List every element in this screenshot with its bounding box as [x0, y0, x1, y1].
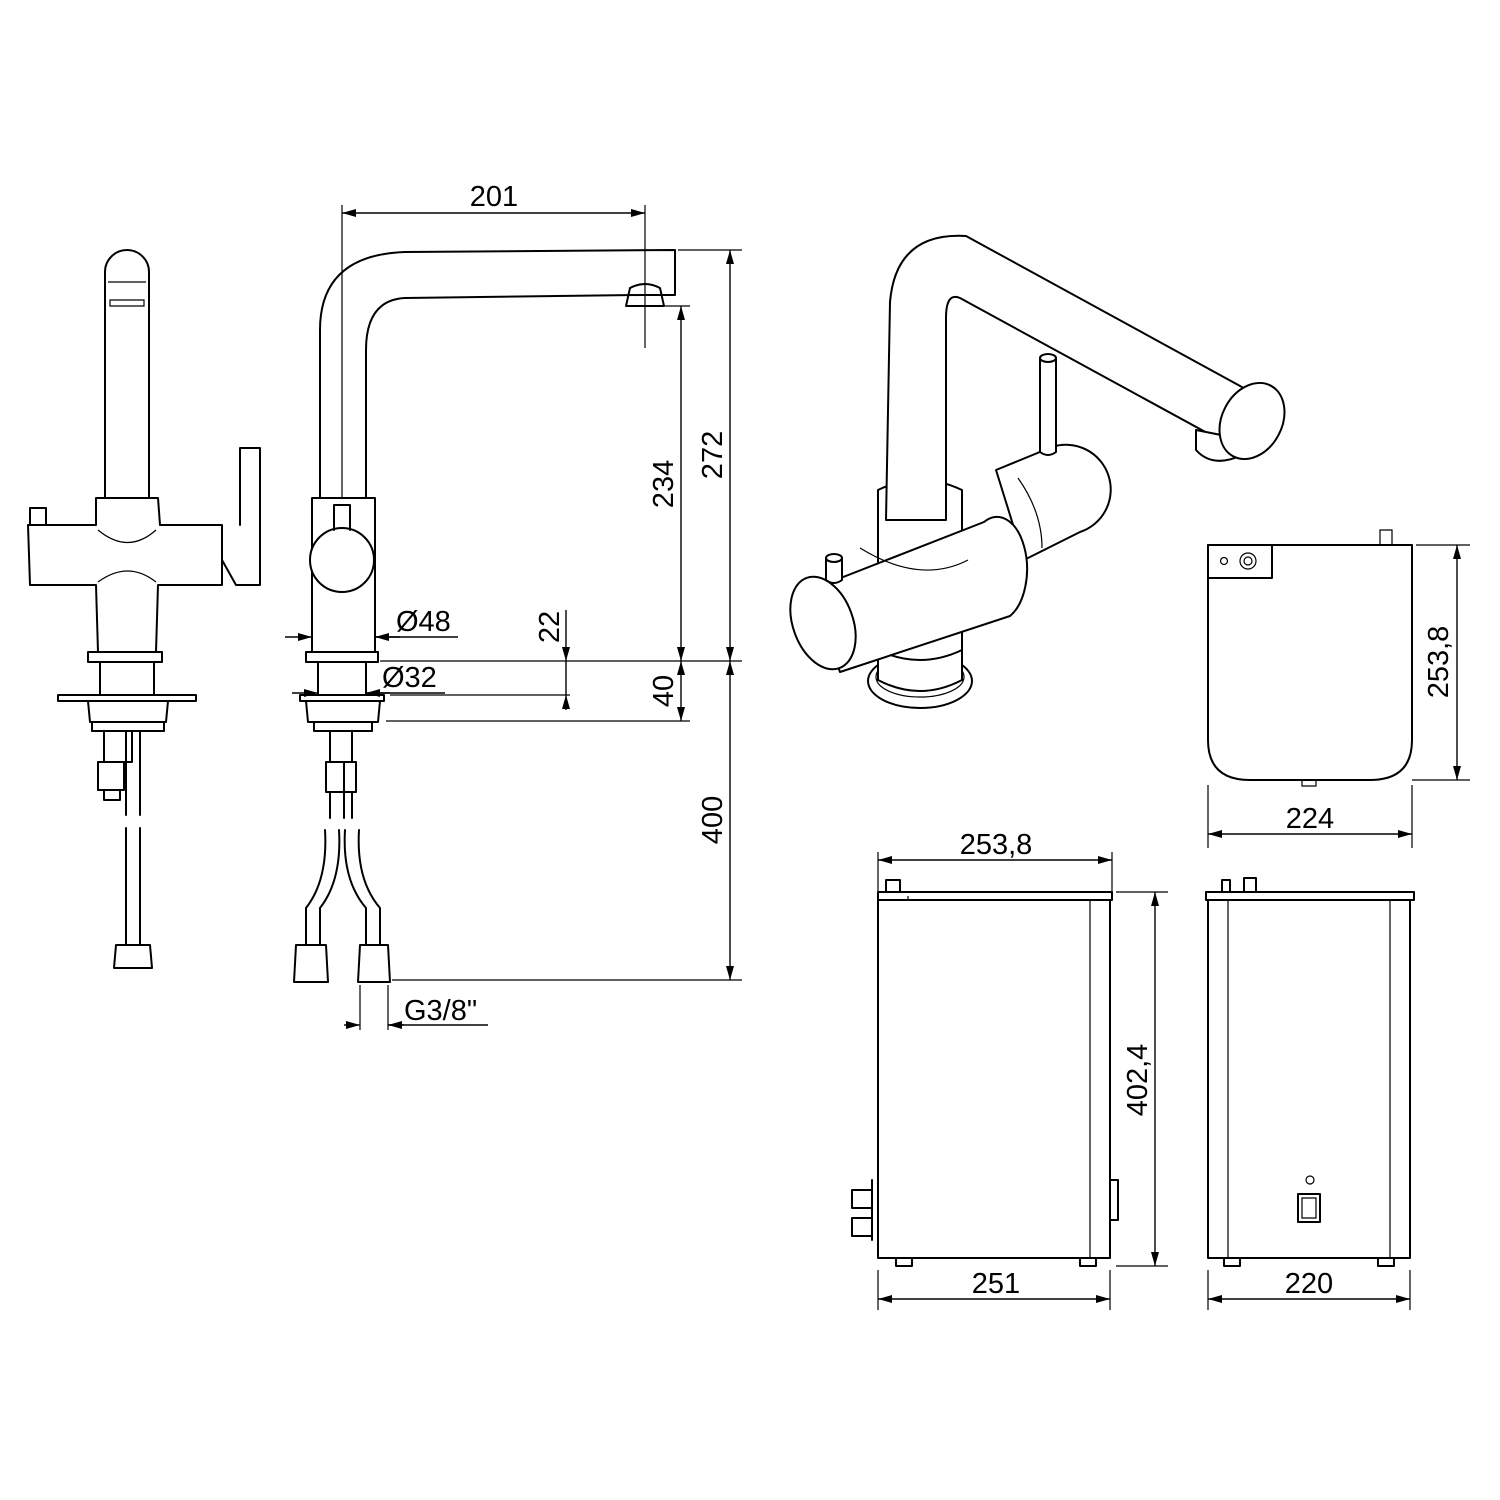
tank-front-view: 220 [1205, 877, 1415, 1310]
dim-rim-offset: 22 [534, 611, 566, 643]
tap-side-view [293, 249, 676, 983]
dim-tank-side-base: 251 [972, 1268, 1020, 1300]
dim-hose-thread: G3/8" [404, 995, 477, 1027]
dim-tank-side-depth: 253,8 [960, 829, 1033, 861]
dim-deck-thickness: 40 [648, 675, 680, 707]
dim-spout-reach: 201 [470, 181, 518, 213]
dim-tank-top-depth: 253,8 [1423, 626, 1455, 699]
tank-top-view: 253,8 224 [1207, 529, 1470, 848]
tap-dimension-lines [285, 209, 734, 1029]
dim-body-diameter: Ø48 [396, 606, 451, 638]
dim-hole-diameter: Ø32 [382, 662, 437, 694]
dim-tank-front-width: 220 [1285, 1268, 1333, 1300]
tap-front-view [27, 249, 261, 969]
dim-total-height: 272 [697, 431, 729, 479]
dim-hose-length: 400 [697, 796, 729, 844]
tank-side-view: 253,8 402,4 251 [851, 829, 1168, 1310]
tap-extension-lines [341, 205, 742, 1030]
dim-tank-height: 402,4 [1122, 1044, 1154, 1117]
tap-perspective-view [789, 234, 1286, 709]
dim-tank-top-width: 224 [1286, 803, 1334, 835]
tap-dimension-labels: 201 272 234 40 400 22 Ø48 Ø32 G3/8" [382, 181, 729, 1027]
dim-spout-height: 234 [648, 460, 680, 508]
